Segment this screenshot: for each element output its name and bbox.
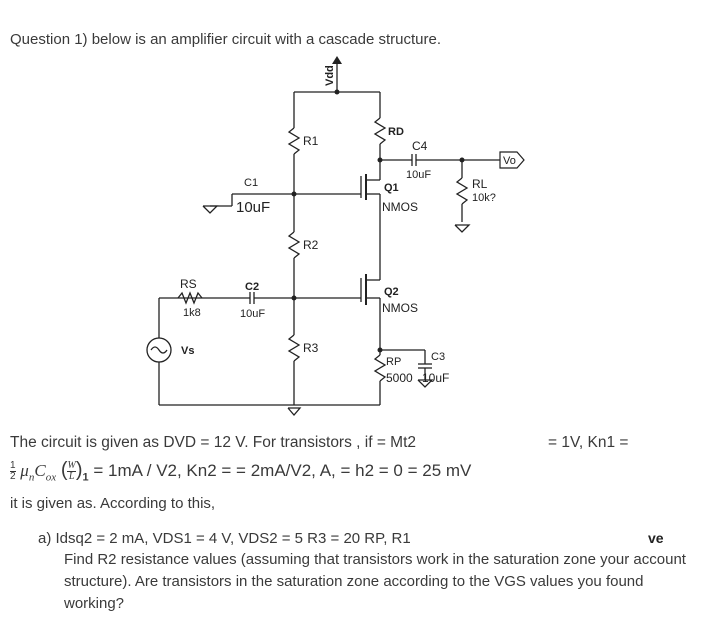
node-dot	[459, 157, 465, 163]
r3-ground-icon	[287, 407, 302, 416]
w-numerator: W	[67, 460, 76, 473]
rp-label: RP	[386, 356, 401, 368]
half-denominator: 2	[10, 471, 16, 483]
node-dot	[291, 191, 297, 197]
mu-symbol: μ	[20, 461, 29, 480]
rp-resistor	[373, 354, 387, 382]
q1-type: NMOS	[382, 200, 418, 214]
q1-label: Q1	[384, 182, 399, 194]
rl-resistor	[455, 177, 469, 205]
c3-label: C3	[431, 351, 445, 363]
rd-label: RD	[388, 126, 404, 138]
c-symbol: C	[34, 461, 46, 480]
rp-value: 5000	[386, 371, 413, 385]
vo-output-tag	[499, 151, 525, 169]
mu-subscript: n	[28, 471, 35, 484]
c1-ground-icon	[202, 205, 219, 214]
l-denominator: L	[68, 471, 75, 483]
rd-resistor	[373, 117, 387, 145]
ratio-subscript: 1	[82, 471, 89, 484]
c-subscript: ox	[45, 471, 57, 484]
rl-label: RL	[472, 177, 488, 191]
c1-label: C1	[244, 177, 258, 189]
question-a-right: ve	[648, 530, 664, 546]
question-a-line-4: working?	[64, 595, 125, 612]
r3-resistor	[287, 334, 301, 362]
question-a-line: a) Idsq2 = 2 mA, VDS1 = 4 V, VDS2 = 5 R3…	[38, 530, 411, 547]
c4-value: 10uF	[406, 169, 431, 181]
vo-label: Vo	[503, 155, 516, 167]
vs-label: Vs	[181, 345, 194, 357]
r2-label: R2	[303, 238, 319, 252]
problem-line-2-rest: = 1mA / V2, Kn2 = = 2mA/V2, A, = h2 = 0 …	[93, 461, 472, 480]
c1-value: 10uF	[236, 199, 270, 216]
c2-label: C2	[245, 281, 259, 293]
r2-resistor	[287, 231, 301, 259]
problem-line-1-right: = 1V, Kn1 =	[548, 434, 629, 451]
rs-label: RS	[180, 277, 197, 291]
rl-ground-icon	[454, 224, 471, 233]
node-dot	[377, 347, 383, 353]
question-title: Question 1) below is an amplifier circui…	[10, 31, 442, 48]
node-dot	[291, 295, 297, 301]
c3-ground-icon	[417, 379, 434, 388]
r1-label: R1	[303, 134, 319, 148]
question-a-line-2: Find R2 resistance values (assuming that…	[64, 551, 686, 568]
r3-label: R3	[303, 341, 319, 355]
c2-value: 10uF	[240, 308, 265, 320]
problem-line-3: it is given as. According to this,	[10, 495, 216, 512]
q2-label: Q2	[384, 286, 399, 298]
vdd-label: Vdd	[324, 65, 336, 86]
rl-value: 10k?	[472, 192, 496, 204]
problem-line-1: The circuit is given as DVD = 12 V. For …	[10, 434, 417, 451]
node-dot	[334, 89, 340, 95]
c4-label: C4	[412, 139, 428, 153]
r1-resistor	[287, 127, 301, 155]
q2-type: NMOS	[382, 301, 418, 315]
question-a-line-3: structure). Are transistors in the satur…	[64, 573, 644, 590]
c3-value: 10uF	[422, 371, 449, 385]
amplifier-circuit-schematic: Vdd R1 R2 R3 RD C4 10uF Vo RL 10k? Q1 NM…	[146, 56, 525, 416]
rs-resistor	[177, 291, 203, 305]
node-dot	[377, 157, 383, 163]
half-numerator: 1	[10, 460, 16, 473]
vdd-arrow-icon	[332, 56, 342, 64]
rs-value: 1k8	[183, 307, 201, 319]
